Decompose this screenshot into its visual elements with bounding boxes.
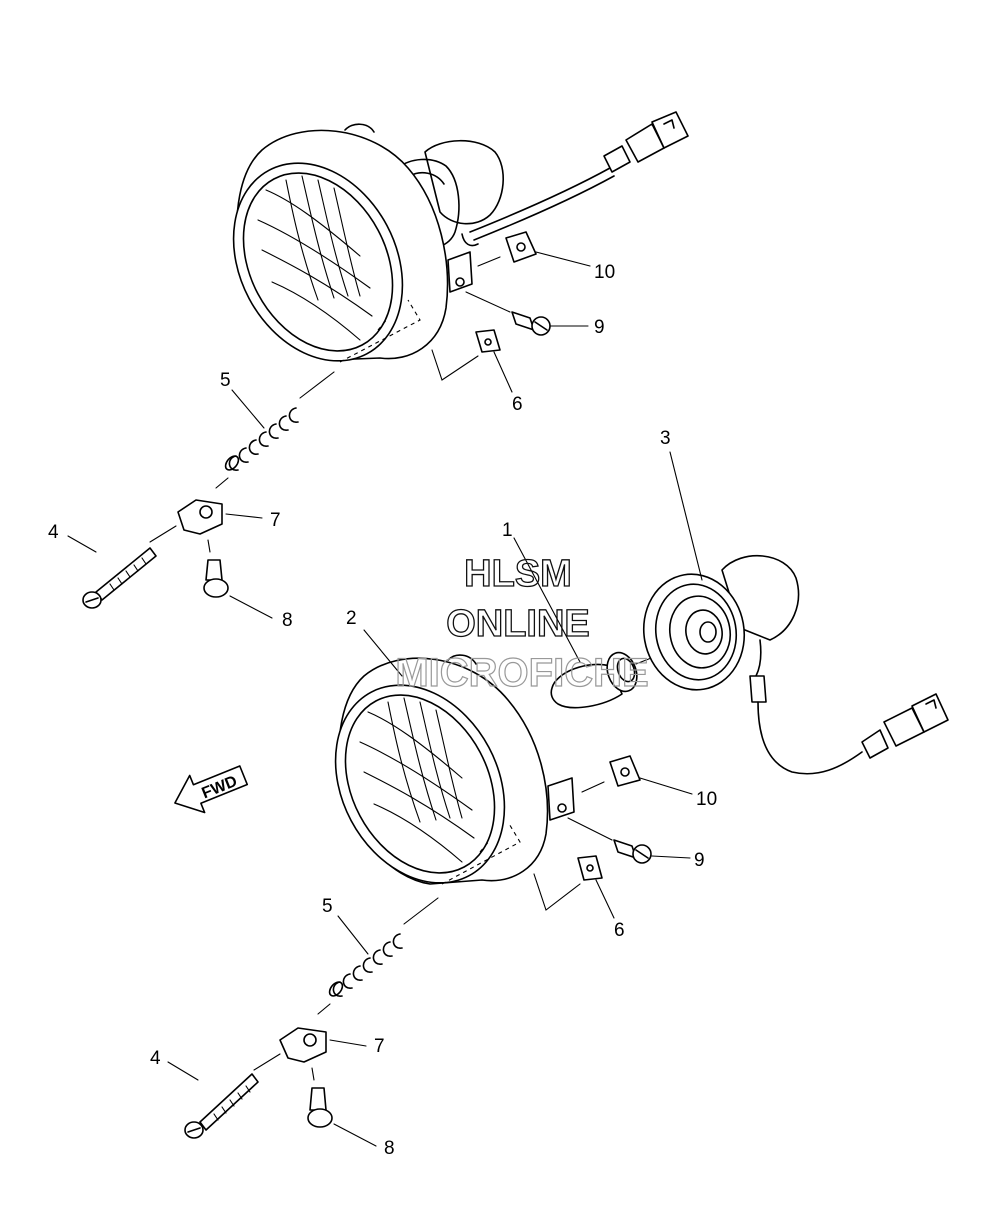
callout-upper-9: 9 [594, 317, 605, 338]
callout-lower-1: 1 [502, 520, 513, 541]
lower-screw-9 [567, 817, 652, 864]
callout-lower-3: 3 [660, 428, 671, 449]
upper-screw-8 [203, 539, 229, 598]
upper-nut-6 [475, 329, 501, 353]
lower-bracket-7 [253, 1027, 327, 1071]
socket-3 [642, 554, 800, 691]
upper-headlight-assembly [232, 111, 689, 363]
callout-upper-7: 7 [270, 510, 281, 531]
callout-upper-4: 4 [48, 522, 59, 543]
watermark-line-2: ONLINE [446, 603, 590, 645]
upper-bracket-7 [149, 499, 223, 543]
callout-lower-2: 2 [346, 608, 357, 629]
callout-upper-8: 8 [282, 610, 293, 631]
callout-lower-5: 5 [322, 896, 333, 917]
callout-lower-8: 8 [384, 1138, 395, 1159]
upper-headlight-body [232, 129, 449, 363]
callout-lower-10: 10 [696, 789, 717, 810]
watermark-line-1: HLSM [464, 553, 572, 595]
watermark: HLSM ONLINE MICROFICHE [395, 552, 650, 695]
lower-callouts: 1 2 3 10 9 6 5 7 4 8 [150, 428, 717, 1159]
lower-screw-8 [307, 1067, 333, 1128]
lower-nut-6 [577, 855, 603, 881]
lower-spring-5 [317, 897, 439, 1015]
lower-wiring-harness [749, 639, 949, 775]
upper-callouts: 10 9 6 5 7 4 8 [48, 262, 615, 631]
lower-nut-10 [581, 755, 641, 793]
lower-bolt-4 [184, 1073, 259, 1139]
callout-upper-5: 5 [220, 370, 231, 391]
callout-lower-6: 6 [614, 920, 625, 941]
upper-nut-10 [477, 231, 537, 267]
callout-lower-4: 4 [150, 1048, 161, 1069]
upper-wiring-harness [461, 111, 689, 247]
upper-bolt-4 [82, 547, 157, 609]
lower-headlight-body [334, 654, 549, 885]
lower-mount-bracket [547, 777, 575, 821]
upper-spring-5 [215, 371, 335, 489]
callout-upper-6: 6 [512, 394, 523, 415]
upper-screw-9 [465, 291, 551, 336]
watermark-line-3: MICROFICHE [395, 651, 648, 695]
fwd-arrow: FWD [174, 765, 249, 814]
lower-headlight-assembly [334, 654, 575, 885]
lower-leader-lines [167, 451, 703, 1147]
callout-upper-10: 10 [594, 262, 615, 283]
upper-mount-bracket [447, 251, 473, 293]
callout-lower-7: 7 [374, 1036, 385, 1057]
callout-lower-9: 9 [694, 850, 705, 871]
upper-leader-lines [67, 251, 591, 619]
